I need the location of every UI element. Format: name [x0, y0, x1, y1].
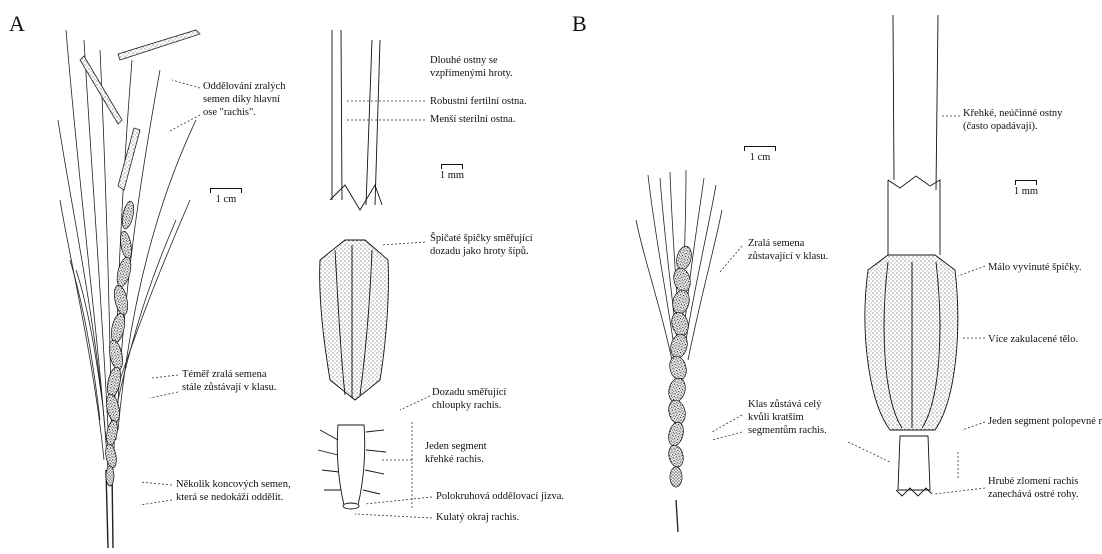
scale-bar-b-cm: 1 cm: [742, 146, 778, 164]
scale-bar-a-mm: 1 mm: [434, 164, 470, 182]
label-spike-intact: Klas zůstává celý kvůli kratším segmentů…: [748, 398, 827, 437]
label-nearly-ripe-seeds: Téměř zralá semena stále zůstávají v kla…: [182, 368, 276, 394]
leader-lines: [140, 80, 985, 518]
label-separation-rachis: Oddělování zralých semen díky hlavní ose…: [203, 80, 286, 119]
label-robust-fertile-awn: Robustní fertilní ostna.: [430, 95, 527, 108]
panel-label-a: A: [9, 12, 25, 36]
scale-label: 1 mm: [440, 170, 464, 181]
scale-bar-b-mm: 1 mm: [1008, 180, 1044, 198]
label-long-awns: Dlouhé ostny se vzpřímenými hroty.: [430, 54, 513, 80]
label-underdeveloped-tips: Málo vyvinuté špičky.: [988, 261, 1082, 274]
panel-label-b: B: [572, 12, 587, 36]
label-pointed-tips: Špičaté špičky směřující dozadu jako hro…: [430, 232, 533, 258]
label-backward-hairs: Dozadu směřující chloupky rachis.: [432, 386, 506, 412]
scale-bar-a-cm: 1 cm: [208, 188, 244, 206]
label-round-rachis-edge: Kulatý okraj rachis.: [436, 511, 519, 524]
scale-label: 1 mm: [1014, 186, 1038, 197]
label-ripe-seeds-stay: Zralá semena zůstavající v klasu.: [748, 237, 828, 263]
scale-label: 1 cm: [216, 194, 237, 205]
label-terminal-seeds: Několik koncových semen, která se nedoká…: [176, 478, 291, 504]
label-rough-break: Hrubé zlomení rachis zanechává ostré roh…: [988, 475, 1079, 501]
wild-spikelet-closeup: [318, 30, 388, 509]
label-brittle-awns: Křehké, neúčinné ostny (často opadávají)…: [963, 107, 1062, 133]
label-smaller-sterile-awn: Menší sterilní ostna.: [430, 113, 515, 126]
label-brittle-rachis-segment: Jeden segment křehké rachis.: [425, 440, 487, 466]
wild-spike-spikelets: [104, 200, 136, 486]
label-rounder-body: Více zakulacené tělo.: [988, 333, 1078, 346]
domestic-spikelet-closeup: [865, 15, 958, 496]
label-semicircular-scar: Polokruhová oddělovací jizva.: [436, 490, 564, 503]
label-semi-tough-rachis: Jeden segment polopevné rachis.: [988, 415, 1102, 428]
wild-spike-drawing: [58, 30, 200, 548]
scale-label: 1 cm: [750, 152, 771, 163]
